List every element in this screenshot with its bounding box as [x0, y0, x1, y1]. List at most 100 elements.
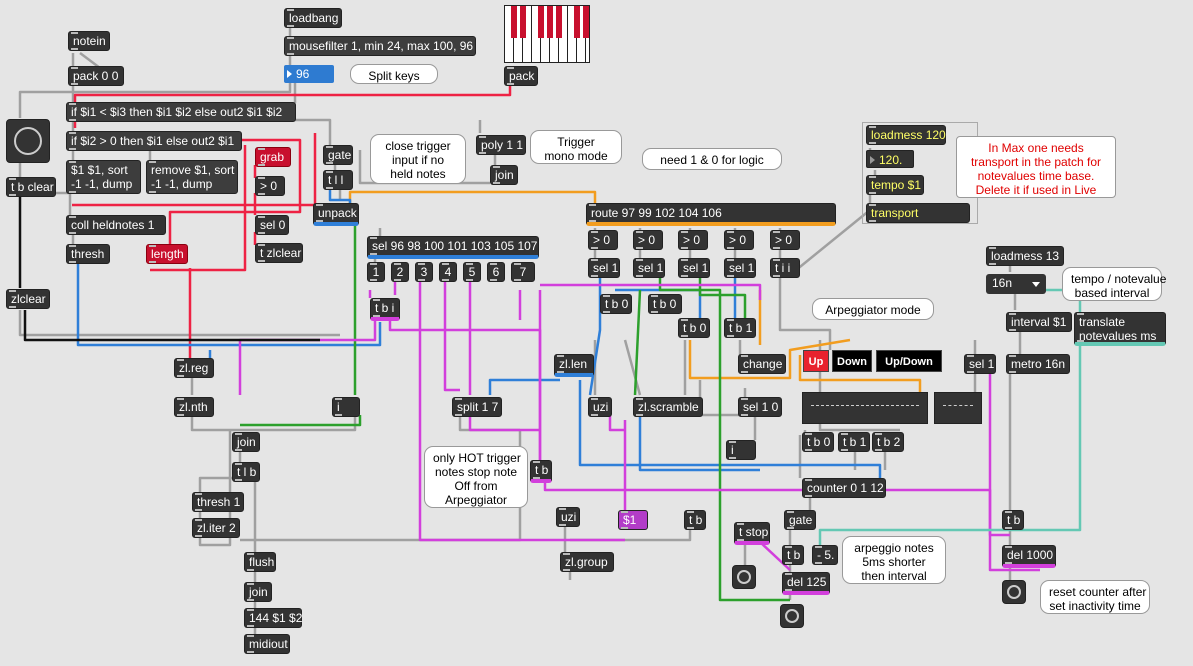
greater-than-zero-c[interactable]: > 0 [678, 230, 708, 250]
zl-nth-object[interactable]: zl.nth [174, 397, 214, 417]
reset-bang-button[interactable] [1002, 580, 1026, 604]
length-object[interactable]: length [146, 244, 188, 264]
stop-bang-button[interactable] [732, 565, 756, 589]
pack-0-0-object[interactable]: pack 0 0 [68, 66, 124, 86]
join-object-c[interactable]: join [244, 582, 272, 602]
loadmess-120-object[interactable]: loadmess 120 [866, 125, 946, 145]
black-key[interactable] [547, 6, 553, 39]
black-key[interactable] [556, 6, 562, 39]
t-i-i-object[interactable]: t i i [770, 258, 800, 278]
note-on-message[interactable]: 144 $1 $2 [244, 608, 302, 628]
sel-1-a[interactable]: sel 1 [588, 258, 620, 278]
black-key[interactable] [574, 6, 580, 39]
t-l-l-object[interactable]: t l l [323, 170, 353, 190]
sel-1-c[interactable]: sel 1 [678, 258, 710, 278]
gate-object-b[interactable]: gate [784, 510, 816, 530]
midiout-object[interactable]: midiout [244, 634, 290, 654]
loadbang-object[interactable]: loadbang [284, 8, 342, 28]
join-object[interactable]: join [490, 165, 518, 185]
greater-than-zero-b[interactable]: > 0 [633, 230, 663, 250]
change-object[interactable]: change [738, 354, 786, 374]
note-6-message[interactable]: 6 [487, 262, 505, 282]
metro-object[interactable]: metro 16n [1006, 354, 1070, 374]
interval-message[interactable]: interval $1 [1006, 312, 1072, 332]
remove-sort-message[interactable]: remove $1, sort -1 -1, dump [146, 160, 238, 194]
greater-than-zero-d[interactable]: > 0 [724, 230, 754, 250]
poly-object[interactable]: poly 1 1 [476, 135, 526, 155]
greater-than-zero-e[interactable]: > 0 [770, 230, 800, 250]
keyboard-slider[interactable] [504, 5, 590, 63]
black-key[interactable] [538, 6, 544, 39]
white-key[interactable] [523, 6, 532, 62]
dollar-1-message[interactable]: $1 [618, 510, 648, 530]
t-b-1-b[interactable]: t b 1 [838, 432, 870, 452]
split-keys-number[interactable]: 96 [284, 65, 334, 83]
t-b-1-a[interactable]: t b 1 [724, 318, 756, 338]
black-key[interactable] [511, 6, 517, 39]
note-4-message[interactable]: 4 [439, 262, 457, 282]
sel-notes-object[interactable]: sel 96 98 100 101 103 105 107 [367, 236, 539, 259]
t-b-i-object[interactable]: t b i [370, 298, 400, 321]
sort-dump-message[interactable]: $1 $1, sort -1 -1, dump [66, 160, 141, 194]
t-b-2-object[interactable]: t b 2 [872, 432, 904, 452]
sel-1-0-object[interactable]: sel 1 0 [738, 397, 782, 417]
t-b-0-d[interactable]: t b 0 [802, 432, 834, 452]
note-5-message[interactable]: 5 [463, 262, 481, 282]
t-l-b-object[interactable]: t l b [232, 462, 260, 482]
del-1000-object[interactable]: del 1000 [1002, 545, 1056, 568]
zlclear-message[interactable]: zlclear [6, 289, 50, 309]
zl-len-object[interactable]: zl.len [554, 354, 594, 377]
route-object[interactable]: route 97 99 102 104 106 [586, 203, 836, 226]
black-key[interactable] [520, 6, 526, 39]
uzi-object-a[interactable]: uzi [588, 397, 612, 417]
uzi-object-b[interactable]: uzi [556, 507, 580, 527]
if-lower-than-split-object[interactable]: if $i1 < $i3 then $i1 $i2 else out2 $i1 … [66, 102, 296, 122]
sel-1-b[interactable]: sel 1 [633, 258, 665, 278]
t-b-clear-object[interactable]: t b clear [6, 177, 56, 197]
tab-up-down[interactable]: Up/Down [876, 350, 942, 372]
if-velocity-object[interactable]: if $i2 > 0 then $i1 else out2 $i1 [66, 131, 242, 151]
t-b-object-a[interactable]: t b [530, 460, 552, 483]
zl-scramble-object[interactable]: zl.scramble [633, 397, 703, 417]
grab-object[interactable]: grab [255, 147, 291, 167]
pack-object[interactable]: pack [504, 66, 538, 86]
int-object-a[interactable]: i [332, 397, 360, 417]
t-b-0-a[interactable]: t b 0 [600, 294, 632, 314]
t-b-object-c[interactable]: t b [782, 545, 804, 565]
note-2-message[interactable]: 2 [391, 262, 409, 282]
counter-object[interactable]: counter 0 1 12 [802, 478, 886, 498]
transport-object[interactable]: transport [866, 203, 970, 223]
sel-0-object[interactable]: sel 0 [255, 215, 289, 235]
tab-up[interactable]: Up [803, 350, 829, 372]
notevalue-menu[interactable]: 16n [986, 274, 1046, 294]
notein-object[interactable]: notein [68, 31, 110, 51]
int-object-b[interactable]: i [726, 440, 756, 460]
tempo-message[interactable]: tempo $1 [866, 175, 924, 195]
del-125-object[interactable]: del 125 [782, 572, 830, 595]
t-b-object-b[interactable]: t b [684, 510, 706, 530]
join-object-b[interactable]: join [232, 432, 260, 452]
split-object[interactable]: split 1 7 [452, 397, 502, 417]
coll-heldnotes-object[interactable]: coll heldnotes 1 [66, 215, 166, 235]
clear-button[interactable] [6, 119, 50, 163]
gate-object[interactable]: gate [323, 145, 353, 165]
t-zlclear-object[interactable]: t zlclear [255, 243, 303, 263]
t-stop-object[interactable]: t stop [734, 522, 770, 545]
t-b-0-b[interactable]: t b 0 [648, 294, 682, 314]
translate-object[interactable]: translate notevalues ms [1074, 312, 1166, 346]
note-7-message[interactable]: 7 [511, 262, 535, 282]
t-b-0-c[interactable]: t b 0 [678, 318, 710, 338]
greater-than-zero-grab[interactable]: > 0 [255, 176, 285, 196]
note-1-message[interactable]: 1 [367, 262, 385, 282]
sel-1-e[interactable]: sel 1 [964, 354, 996, 374]
thresh-object[interactable]: thresh [66, 244, 110, 264]
thresh-1-object[interactable]: thresh 1 [192, 492, 244, 512]
flush-object[interactable]: flush [244, 552, 276, 572]
tempo-number[interactable]: 120. [866, 150, 914, 168]
white-key[interactable] [559, 6, 568, 62]
minus-5-object[interactable]: - 5. [812, 545, 838, 565]
note-3-message[interactable]: 3 [415, 262, 433, 282]
unpack-object[interactable]: unpack [313, 203, 359, 226]
step-bang-button[interactable] [780, 604, 804, 628]
loadmess-13-object[interactable]: loadmess 13 [986, 246, 1064, 266]
